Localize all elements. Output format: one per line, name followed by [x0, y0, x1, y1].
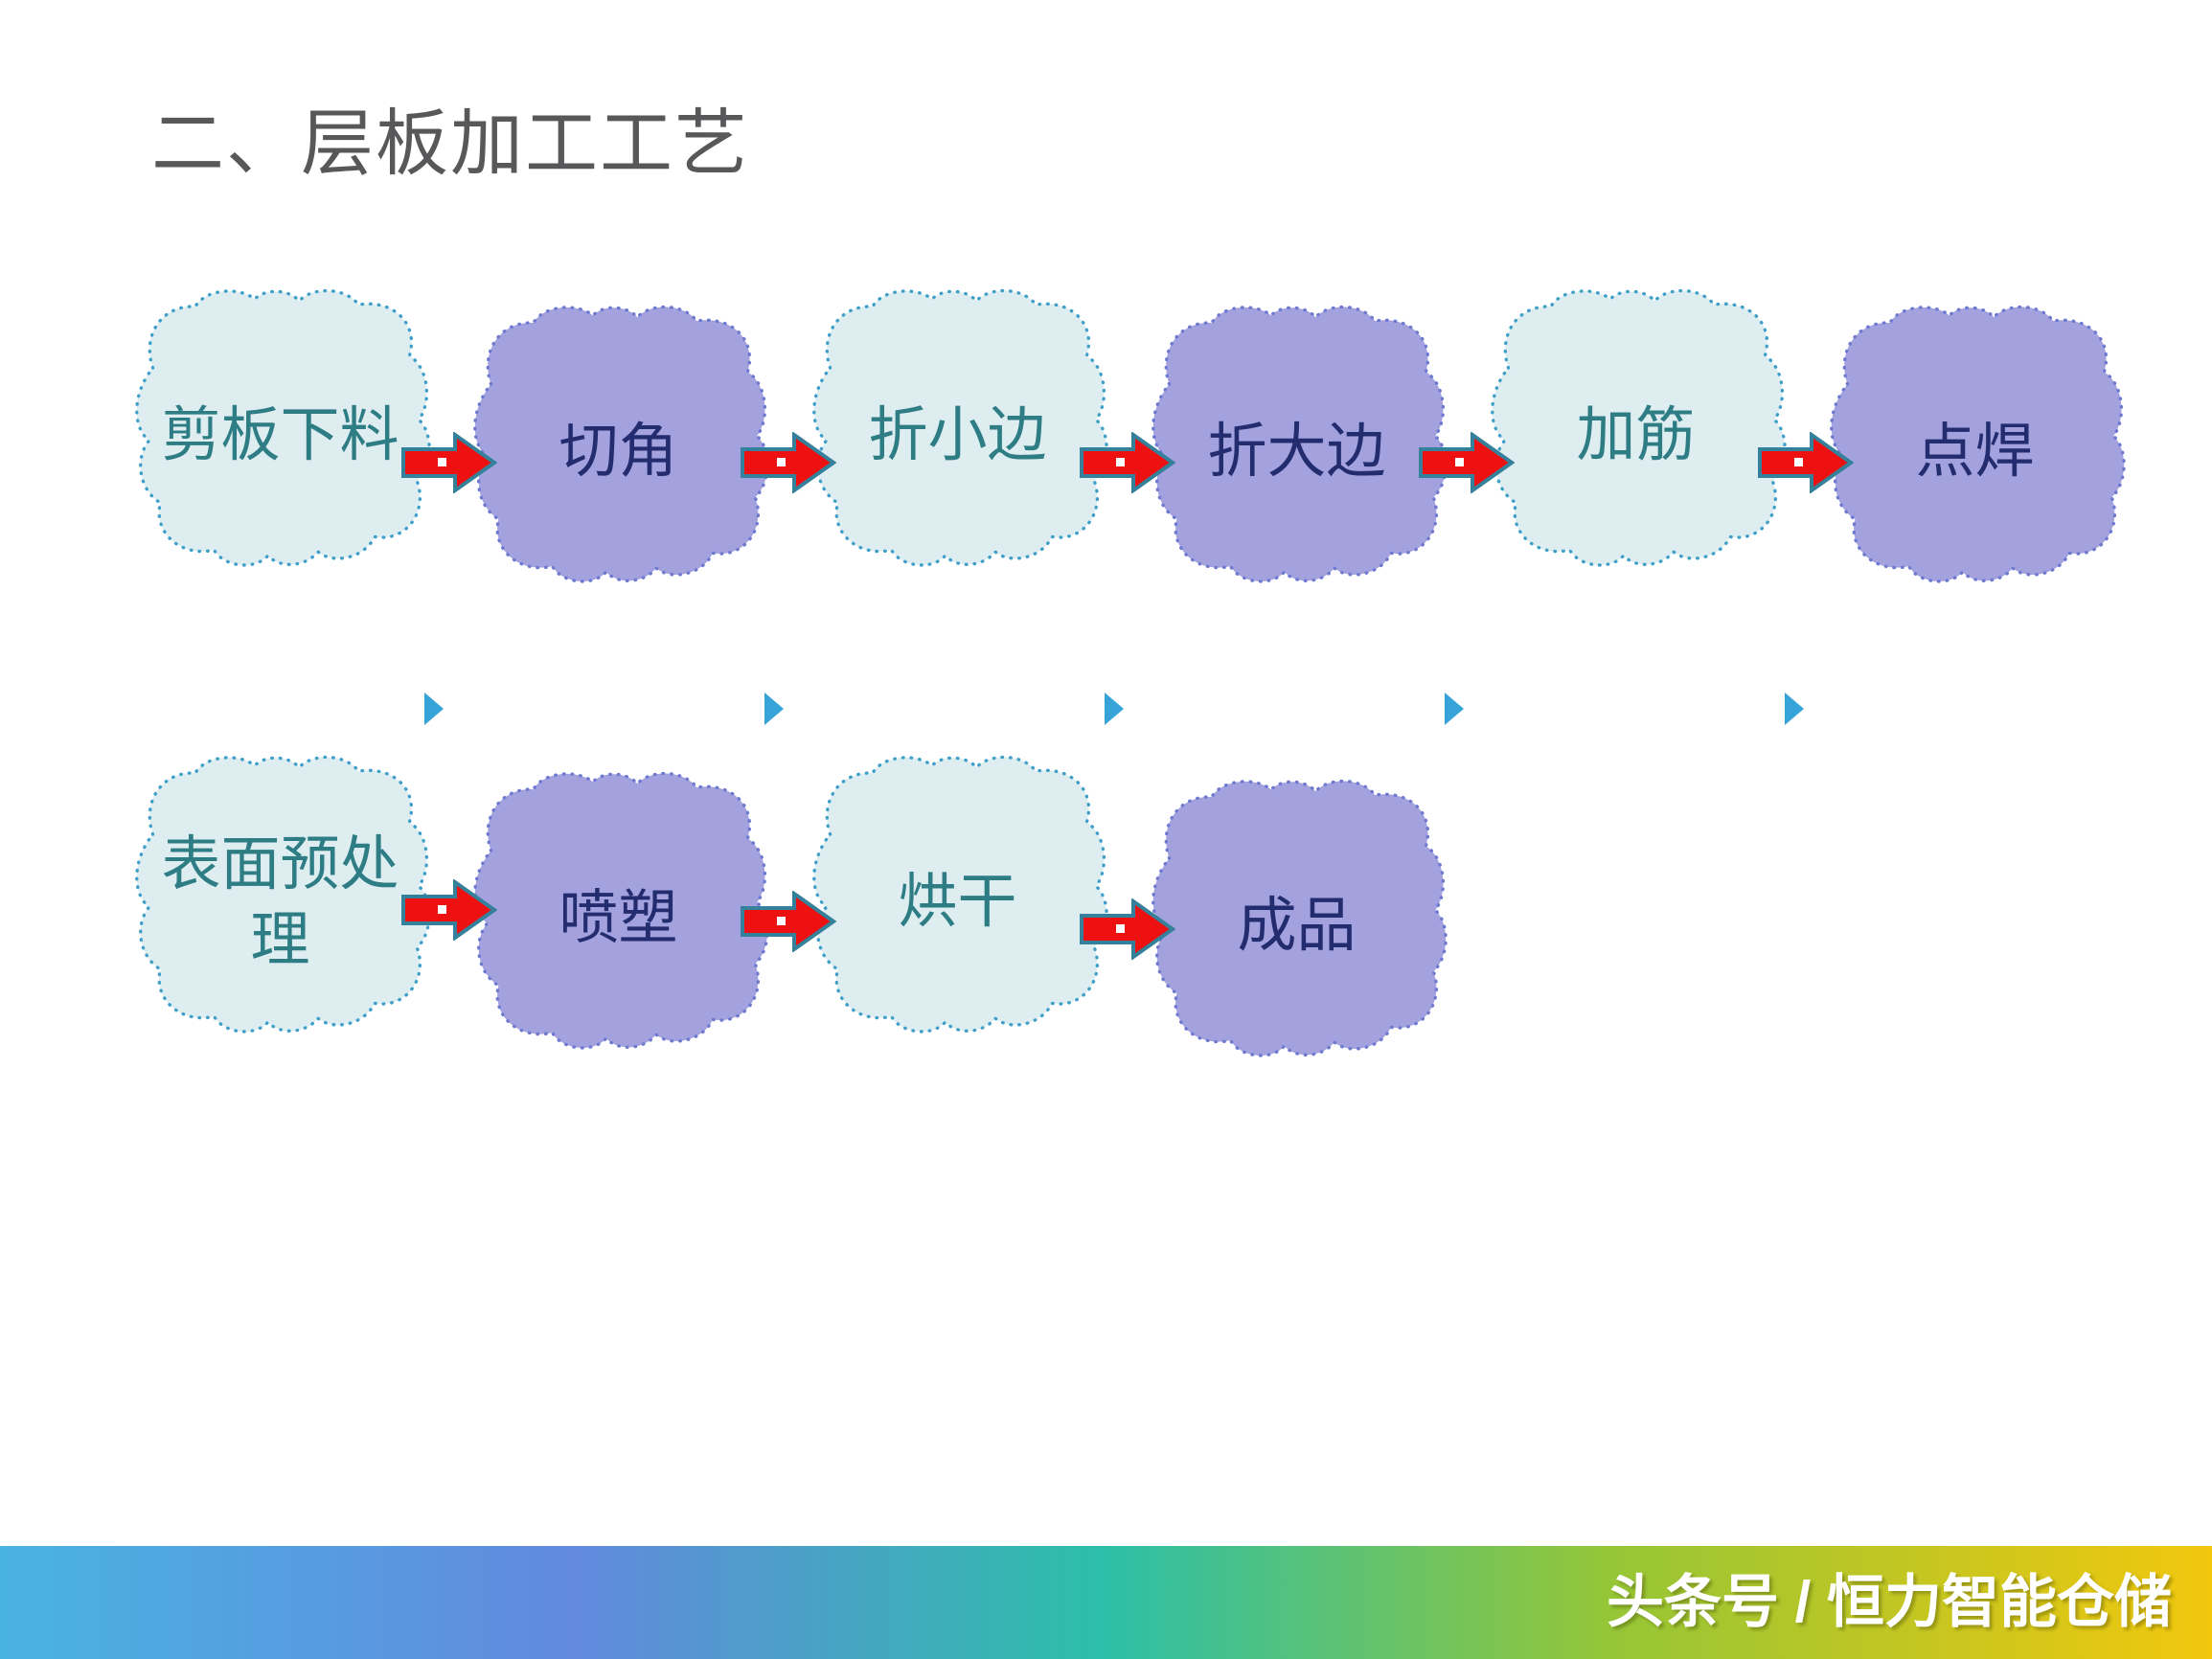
flow-step-label: 点焊 — [1915, 420, 2035, 486]
flow-arrow-icon — [401, 879, 497, 941]
cloud-shape-icon — [1830, 305, 2126, 583]
flow-step-cloud: 切角 — [463, 292, 774, 613]
flow-arrow-icon — [1419, 432, 1515, 493]
cloud-shape-icon — [812, 755, 1108, 1034]
cloud-shape-icon — [473, 305, 769, 583]
flow-step-label: 加筋 — [1576, 403, 1696, 469]
page-title: 二、层板加工工艺 — [151, 104, 749, 185]
cloud-shape-icon — [473, 771, 769, 1050]
flow-step-cloud: 表面预处理 — [125, 742, 436, 1063]
flow-arrow-icon — [1080, 432, 1175, 493]
flow-arrow-icon — [1758, 432, 1854, 493]
flow-step-cloud: 烘干 — [802, 742, 1113, 1063]
flow-step-label: 表面预处理 — [161, 832, 399, 973]
flow-step-label: 剪板下料 — [161, 403, 399, 469]
flow-step-label: 喷塑 — [559, 886, 678, 952]
flow-step-label: 成品 — [1237, 894, 1357, 960]
flow-step-label: 切角 — [559, 420, 678, 486]
footer-bar: 头条号 / 恒力智能仓储 — [0, 1546, 2212, 1659]
cloud-shape-icon — [812, 288, 1108, 567]
row-connector-triangle-icon — [1105, 693, 1124, 725]
row-connector-triangle-icon — [764, 693, 784, 725]
flow-step-label: 折大边 — [1207, 420, 1386, 486]
cloud-shape-icon — [1491, 288, 1787, 567]
flow-step-cloud: 点焊 — [1819, 292, 2131, 613]
flow-step-cloud: 加筋 — [1480, 276, 1791, 597]
flow-arrow-icon — [741, 432, 836, 493]
cloud-shape-icon — [135, 288, 431, 567]
flow-step-cloud: 折小边 — [802, 276, 1113, 597]
row-connector-triangle-icon — [1785, 693, 1804, 725]
flow-step-cloud: 喷塑 — [463, 759, 774, 1079]
flow-step-cloud: 折大边 — [1141, 292, 1452, 613]
flow-step-cloud: 剪板下料 — [125, 276, 436, 597]
row-connector-triangle-icon — [1445, 693, 1464, 725]
cloud-shape-icon — [1152, 779, 1448, 1057]
cloud-shape-icon — [1152, 305, 1448, 583]
flow-step-cloud: 成品 — [1141, 766, 1452, 1087]
flow-arrow-icon — [1080, 898, 1175, 960]
flow-step-label: 折小边 — [868, 403, 1047, 469]
flow-arrow-icon — [401, 432, 497, 493]
flow-step-label: 烘干 — [898, 870, 1017, 936]
flow-arrow-icon — [741, 891, 836, 952]
cloud-shape-icon — [135, 755, 431, 1034]
row-connector-triangle-icon — [424, 693, 444, 725]
footer-text: 头条号 / 恒力智能仓储 — [1606, 1570, 2172, 1634]
